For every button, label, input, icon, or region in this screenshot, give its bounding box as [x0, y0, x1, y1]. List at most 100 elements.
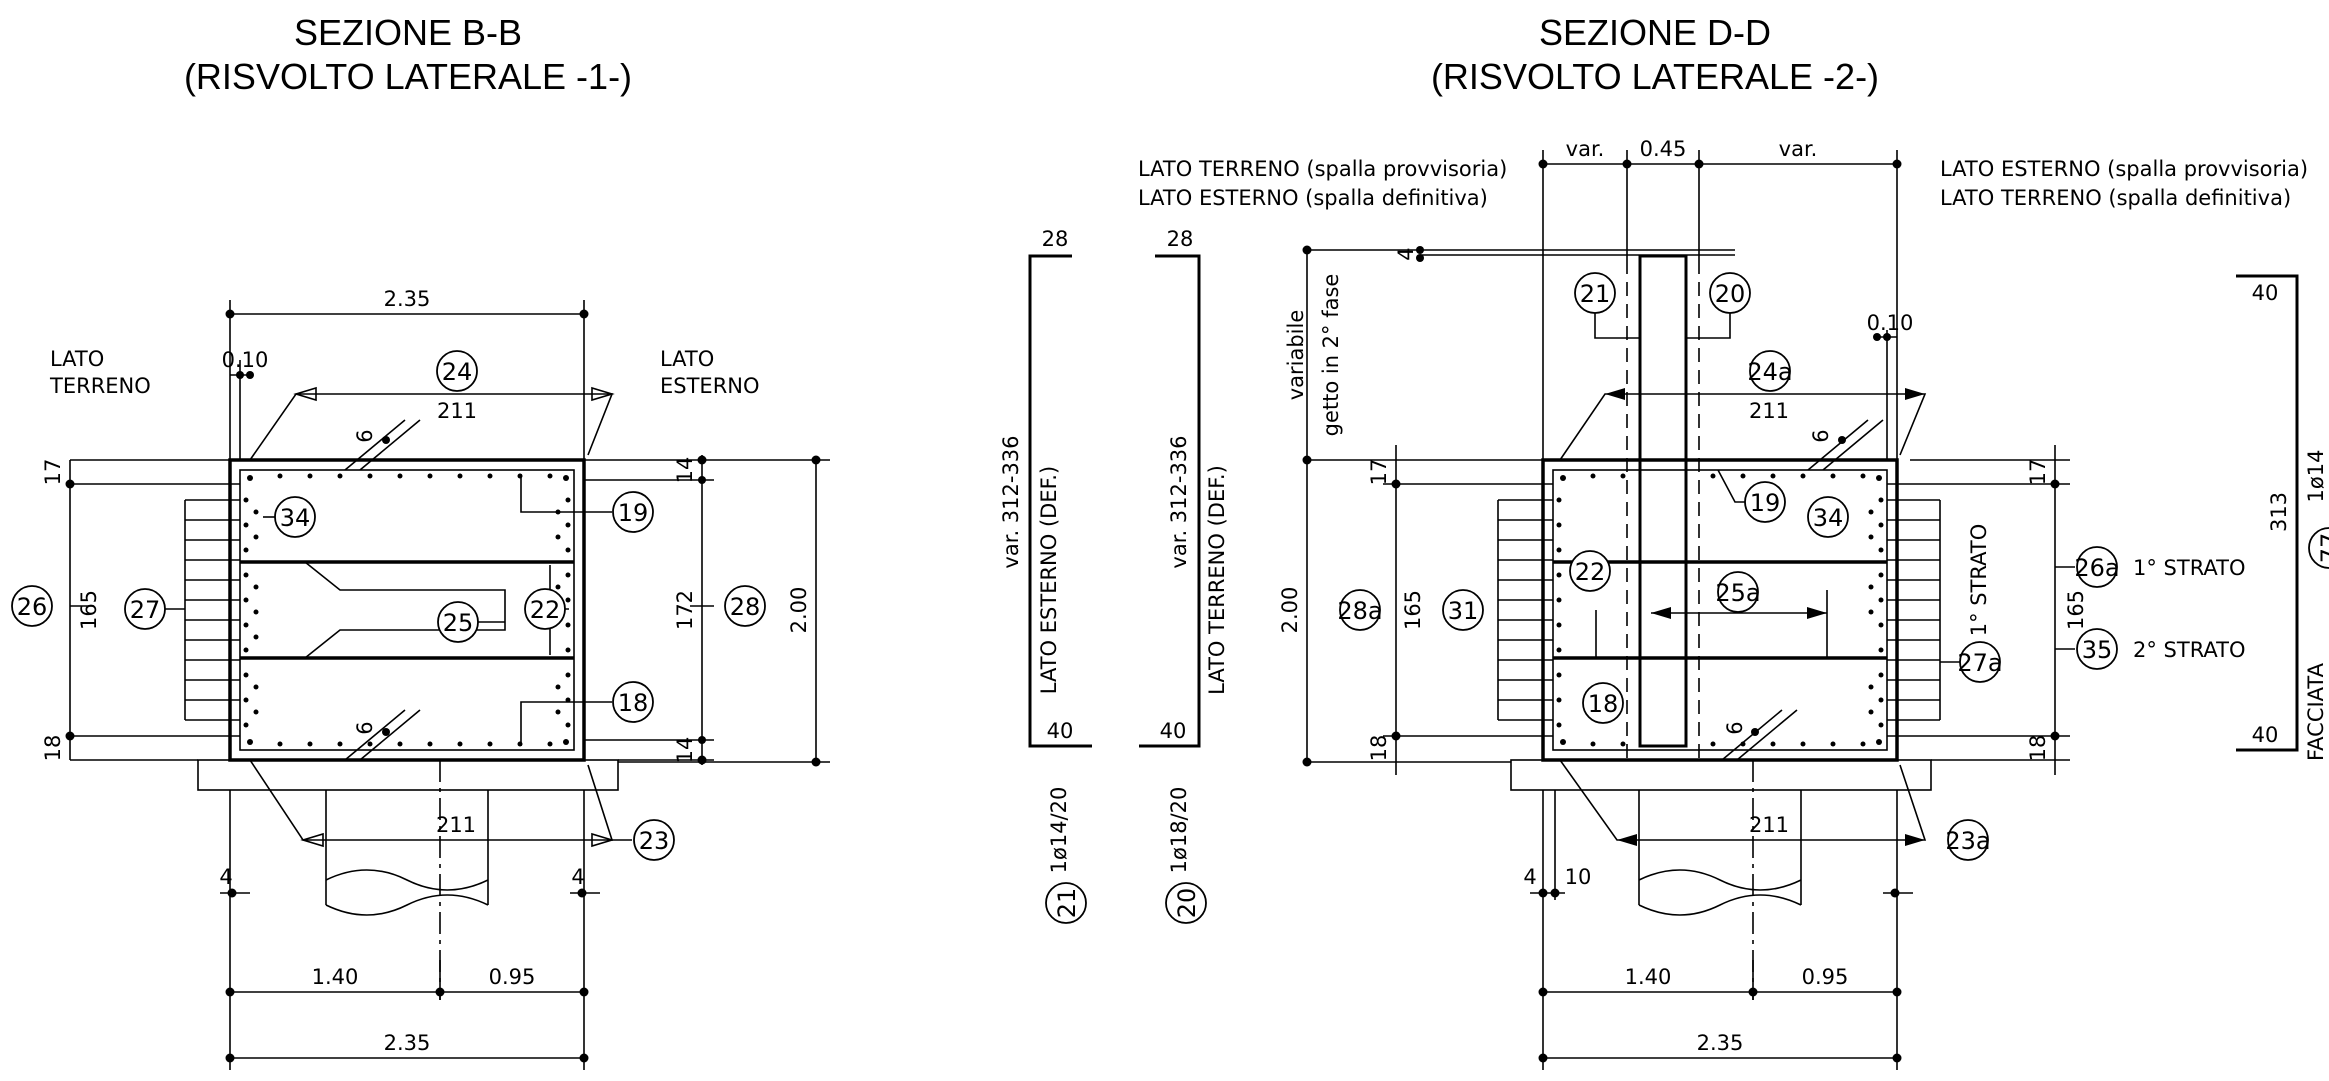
bar1-bottom: 40 [1047, 719, 1074, 743]
section-b-side-left-1: LATO [50, 347, 104, 371]
section-d-callout-26a: 26a [2074, 546, 2120, 588]
section-b-dim-140: 1.40 [312, 965, 359, 989]
svg-text:27: 27 [130, 596, 161, 624]
section-b-dim-bottom: 2.35 [384, 1031, 431, 1055]
section-b-dim-top: 2.35 [384, 287, 431, 311]
section-b-dim-4-left: 4 [219, 865, 232, 889]
section-d-dim-4-top: 4 [1394, 247, 1418, 260]
section-d-callout-28a: 28a [1337, 589, 1383, 631]
section-d-callout-31: 31 [1442, 589, 1484, 631]
bar1-callout: 21 [1045, 882, 1087, 924]
section-b-dim-211-bot: 211 [436, 813, 476, 837]
svg-text:21: 21 [1580, 280, 1611, 308]
svg-text:34: 34 [280, 504, 311, 532]
section-b-dim-18: 18 [41, 735, 65, 762]
svg-text:77: 77 [2316, 533, 2329, 564]
svg-text:34: 34 [1813, 504, 1844, 532]
section-d-right-note-2: LATO TERRENO (spalla definitiva) [1940, 186, 2291, 210]
svg-text:27a: 27a [1957, 649, 2002, 677]
section-b-dim-6-bot: 6 [353, 721, 377, 734]
section-b-callout-22: 22 [524, 588, 566, 630]
bar1-var: var. 312-336 [999, 435, 1023, 568]
section-d-dim-165-left: 165 [1401, 590, 1425, 630]
section-d-dim-200: 2.00 [1278, 587, 1302, 634]
section-d-dim-045: 0.45 [1640, 137, 1687, 161]
section-b-dim-211-top: 211 [437, 399, 477, 423]
section-d-dim-10-bot: 10 [1565, 865, 1592, 889]
svg-text:31: 31 [1448, 597, 1479, 625]
section-d-callout-34: 34 [1807, 496, 1849, 538]
svg-text:18: 18 [1588, 690, 1619, 718]
section-b-dim-095: 0.95 [489, 965, 536, 989]
section-b-side-right-1: LATO [660, 347, 714, 371]
section-b-callout-23: 23 [633, 819, 675, 861]
svg-text:22: 22 [1575, 558, 1606, 586]
section-d-strato-vert: 1° STRATO [1967, 524, 1991, 637]
section-d-dim-18-right: 18 [2026, 735, 2050, 762]
section-d-dim-var-right: var. [1779, 137, 1818, 161]
right-bar-length: 313 [2267, 492, 2291, 532]
section-d-strato-2: 2° STRATO [2133, 638, 2246, 662]
section-b-side-left-2: TERRENO [49, 374, 151, 398]
section-d-callout-23a: 23a [1945, 819, 1991, 861]
svg-text:22: 22 [530, 596, 561, 624]
section-d-dim-010: 0.10 [1867, 311, 1914, 335]
section-d-dim-140: 1.40 [1625, 965, 1672, 989]
section-b-inner-outline [239, 469, 575, 751]
bar2-top: 28 [1167, 227, 1194, 251]
section-b-drawing [65, 300, 830, 1070]
svg-text:23a: 23a [1945, 827, 1990, 855]
bar2-var: var. 312-336 [1167, 435, 1191, 568]
section-d-dim-17-left: 17 [1367, 459, 1391, 486]
section-b-title: SEZIONE B-B [294, 12, 522, 53]
section-d-dim-095: 0.95 [1802, 965, 1849, 989]
bar2-side: LATO TERRENO (DEF.) [1205, 465, 1229, 695]
section-b-callout-25: 25 [437, 601, 479, 643]
bar2-bottom: 40 [1160, 719, 1187, 743]
svg-text:21: 21 [1053, 888, 1081, 919]
svg-text:18: 18 [618, 689, 649, 717]
svg-text:24a: 24a [1747, 358, 1792, 386]
section-d-callout-20: 20 [1709, 272, 1751, 314]
section-d-left-note-1: LATO TERRENO (spalla provvisoria) [1138, 157, 1507, 181]
section-d-dim-165-right: 165 [2064, 590, 2088, 630]
section-d-callout-21: 21 [1574, 272, 1616, 314]
section-b-callout-26: 26 [11, 585, 53, 627]
section-b-callout-28: 28 [724, 585, 766, 627]
section-d-callout-22: 22 [1569, 550, 1611, 592]
section-d-dim-211-top: 211 [1749, 399, 1789, 423]
right-bar-bottom: 40 [2252, 723, 2279, 747]
bar2-spec: 1ø18/20 [1167, 787, 1191, 874]
right-bar-top: 40 [2252, 281, 2279, 305]
svg-text:25a: 25a [1715, 579, 1760, 607]
section-d-dim-6-bot: 6 [1723, 721, 1747, 734]
section-d-subtitle: (RISVOLTO LATERALE -2-) [1431, 56, 1879, 97]
section-b-dim-14-bot: 14 [673, 737, 697, 764]
svg-text:19: 19 [618, 499, 649, 527]
section-d-dim-17-right: 17 [2026, 459, 2050, 486]
section-b-dim-172: 172 [673, 590, 697, 630]
section-d-variabile-1: variabile [1284, 310, 1308, 401]
right-bar-side: FACCIATA [2304, 662, 2328, 761]
section-b-dim-165: 165 [77, 590, 101, 630]
svg-text:20: 20 [1715, 280, 1746, 308]
section-b-callout-24: 24 [436, 350, 478, 392]
section-d-dim-bottom: 2.35 [1697, 1031, 1744, 1055]
section-d-strato-1: 1° STRATO [2133, 556, 2246, 580]
svg-text:24: 24 [442, 358, 473, 386]
right-bar-spec: 1ø14 [2304, 450, 2328, 503]
section-b-side-right-2: ESTERNO [660, 374, 760, 398]
section-d-drawing [1302, 150, 2075, 1070]
bar1-spec: 1ø14/20 [1047, 787, 1071, 874]
section-d-right-note-1: LATO ESTERNO (spalla provvisoria) [1940, 157, 2308, 181]
section-d-callout-27a: 27a [1957, 641, 2003, 683]
bar-detail-20 [1139, 254, 1201, 748]
right-bar-detail [2236, 274, 2299, 752]
bar-detail-21 [1028, 254, 1092, 748]
section-d-dim-var-left: var. [1566, 137, 1605, 161]
section-b-callout-34: 34 [274, 496, 316, 538]
bar1-top: 28 [1042, 227, 1069, 251]
section-b-dim-010: 0.10 [222, 348, 269, 372]
section-d-callout-19: 19 [1744, 481, 1786, 523]
